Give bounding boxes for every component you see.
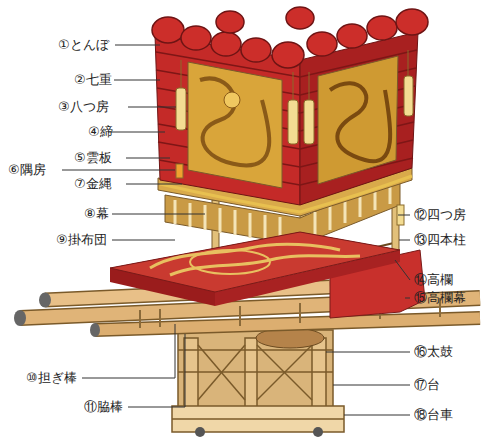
part-label: ④締 bbox=[88, 124, 113, 140]
tonbo bbox=[152, 7, 428, 68]
roof bbox=[155, 32, 418, 205]
part-label: ⑬四本柱 bbox=[414, 232, 466, 248]
part-label: ⑦金縄 bbox=[74, 176, 112, 192]
part-label: ⑭高欄 bbox=[414, 272, 453, 288]
stand bbox=[172, 330, 344, 437]
leader-lines bbox=[62, 45, 410, 415]
part-label: ⑧幕 bbox=[84, 206, 109, 222]
part-label: ⑰台 bbox=[414, 377, 440, 393]
part-label: ⑨掛布団 bbox=[56, 232, 107, 248]
part-label: ③八つ房 bbox=[58, 99, 109, 115]
part-label: ②七重 bbox=[74, 72, 112, 88]
part-label: ①とんぼ bbox=[58, 37, 109, 53]
cushion bbox=[110, 232, 400, 306]
part-label: ⑤雲板 bbox=[74, 150, 112, 166]
part-label: ⑥隅房 bbox=[8, 162, 46, 178]
part-label: ⑮高欄幕 bbox=[414, 290, 466, 306]
gold-rope bbox=[160, 176, 412, 212]
part-label: ⑪脇棒 bbox=[84, 399, 123, 415]
part-label: ⑫四つ房 bbox=[414, 207, 466, 223]
part-label: ⑱台車 bbox=[414, 407, 453, 423]
dragon-carving bbox=[188, 56, 398, 188]
part-label: ⑯太鼓 bbox=[414, 344, 453, 360]
part-label: ⑩担ぎ棒 bbox=[26, 370, 77, 386]
tassels bbox=[176, 50, 413, 225]
